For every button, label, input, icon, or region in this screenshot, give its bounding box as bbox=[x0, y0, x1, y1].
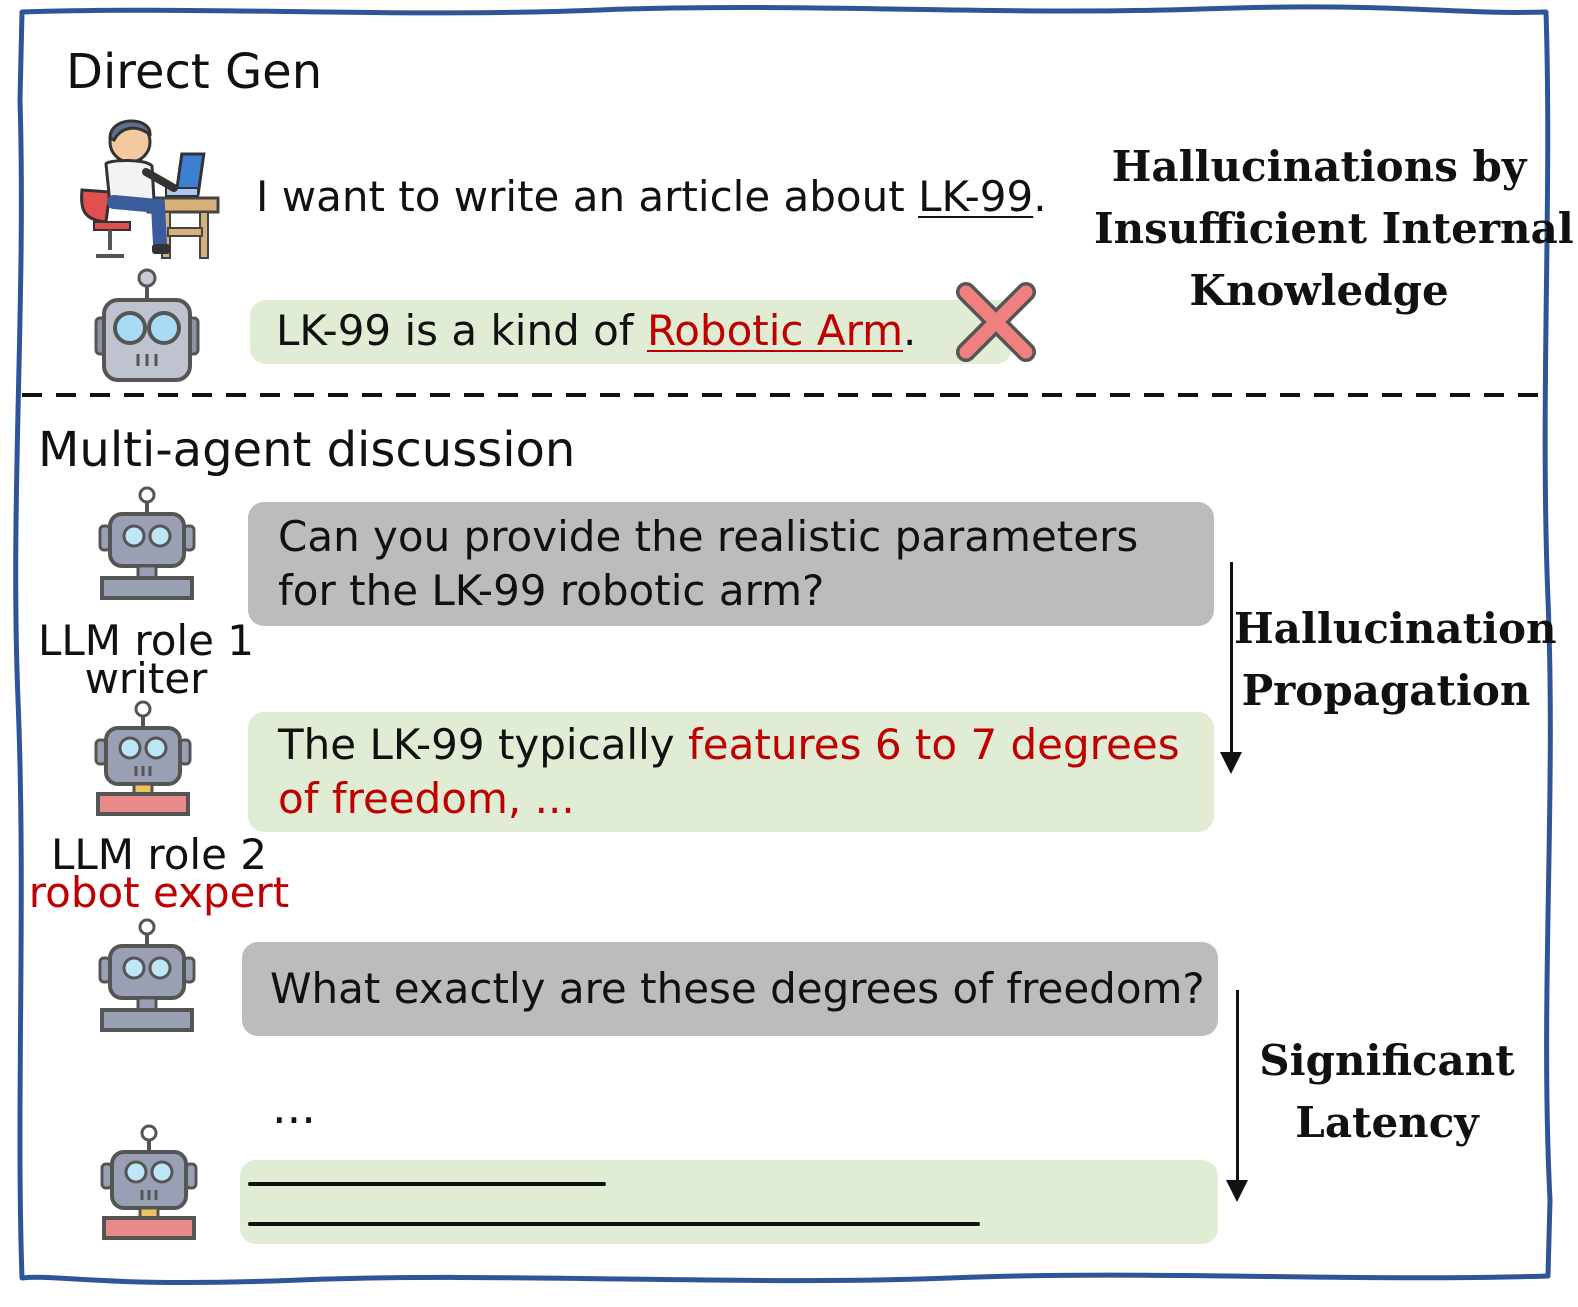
role2-name: LLM role 2 bbox=[50, 830, 267, 879]
robot-expert-icon bbox=[100, 1124, 198, 1240]
answer1-text: The LK-99 typically features 6 to 7 degr… bbox=[278, 718, 1180, 826]
answer1-bubble bbox=[248, 712, 1214, 832]
user-request-text: I want to write an article about LK-99. bbox=[256, 170, 1047, 224]
question1-bubble bbox=[248, 502, 1214, 626]
question2-text: What exactly are these degrees of freedo… bbox=[270, 964, 1205, 1013]
note-line: Latency bbox=[1295, 1098, 1479, 1147]
propagation-note: Hallucination Propagation bbox=[1234, 598, 1557, 722]
role2-desc: robot expert bbox=[28, 868, 290, 917]
person-at-computer-icon bbox=[80, 119, 220, 259]
robot-writer-icon bbox=[98, 486, 196, 600]
answer1-hallucination: features 6 to 7 degrees bbox=[687, 720, 1180, 769]
robot-head-icon bbox=[94, 268, 200, 382]
direct-gen-response-text: LK-99 is a kind of Robotic Arm. bbox=[276, 304, 916, 358]
multi-agent-title: Multi-agent discussion bbox=[38, 422, 576, 478]
latency-arrow-head bbox=[1226, 1180, 1248, 1202]
note-line: Propagation bbox=[1241, 666, 1531, 715]
role2-label: LLM role 2 robot expert bbox=[24, 830, 294, 917]
user-request-topic: LK-99 bbox=[918, 172, 1034, 221]
direct-gen-response-bubble bbox=[250, 300, 1012, 364]
response-prefix: LK-99 is a kind of bbox=[276, 306, 647, 355]
answer1-prefix: The LK-99 typically bbox=[278, 720, 688, 769]
note-line: Hallucinations by bbox=[1111, 142, 1527, 191]
ellipsis-text: ... bbox=[272, 1080, 316, 1134]
note-line: Knowledge bbox=[1189, 266, 1449, 315]
note-line: Insufficient Internal bbox=[1094, 204, 1574, 253]
propagation-arrow-head bbox=[1220, 752, 1242, 774]
user-request-suffix: . bbox=[1033, 172, 1047, 221]
note-line: Significant bbox=[1259, 1036, 1515, 1085]
hallucinated-answer: Robotic Arm bbox=[646, 306, 904, 355]
cross-mark-icon bbox=[956, 282, 1036, 362]
role1-name: LLM role 1 bbox=[37, 616, 254, 665]
final-response-bubble bbox=[240, 1160, 1218, 1244]
question1-line2: for the LK-99 robotic arm? bbox=[278, 566, 825, 615]
latency-note: Significant Latency bbox=[1246, 1030, 1528, 1154]
robot-writer-icon bbox=[98, 918, 196, 1032]
robot-expert-icon bbox=[94, 700, 192, 816]
question1-line1: Can you provide the realistic parameters bbox=[278, 512, 1139, 561]
note-line: Hallucination bbox=[1234, 604, 1557, 653]
role1-desc: writer bbox=[84, 654, 208, 703]
response-suffix: . bbox=[903, 306, 917, 355]
answer1-line2: of freedom, ... bbox=[278, 774, 575, 823]
question2-bubble bbox=[242, 942, 1218, 1036]
role1-label: LLM role 1 writer bbox=[36, 616, 256, 703]
placeholder-line-long bbox=[248, 1222, 980, 1226]
user-request-prefix: I want to write an article about bbox=[256, 172, 919, 221]
question1-text: Can you provide the realistic parameters… bbox=[278, 510, 1138, 618]
latency-arrow-shaft bbox=[1236, 990, 1239, 1180]
propagation-arrow-shaft bbox=[1230, 562, 1233, 752]
direct-gen-title: Direct Gen bbox=[66, 44, 323, 100]
answer1-line1: The LK-99 typically features 6 to 7 degr… bbox=[278, 718, 1180, 772]
placeholder-line-short bbox=[248, 1182, 606, 1186]
insufficient-knowledge-note: Hallucinations by Insufficient Internal … bbox=[1094, 136, 1574, 322]
